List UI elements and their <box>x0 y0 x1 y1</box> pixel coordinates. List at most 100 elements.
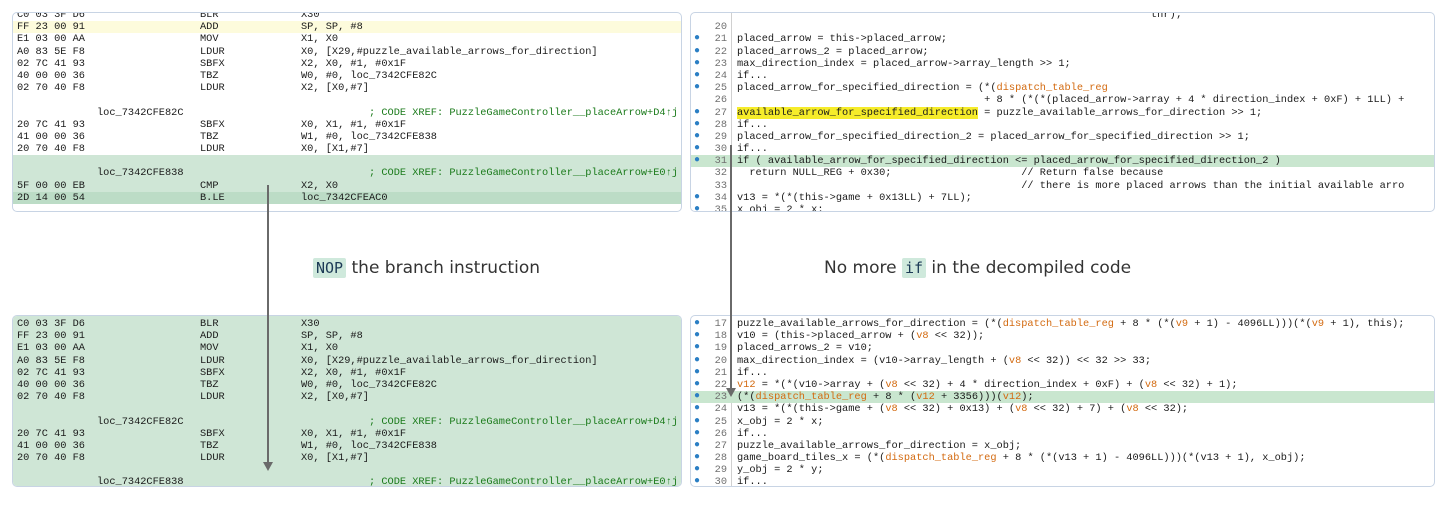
code-text: v10 = (this->placed_arrow + (v8 << 32)); <box>737 330 985 343</box>
code-text: if... <box>737 143 768 156</box>
operands: X0, X1, #1, #0x1F <box>301 118 407 131</box>
asm-line[interactable] <box>13 204 681 211</box>
decompiled-line[interactable]: 20 <box>691 21 1434 33</box>
breakpoint-dot-icon: ● <box>694 204 701 212</box>
asm-line[interactable] <box>13 155 681 168</box>
breakpoint-dot-icon: ● <box>694 476 701 487</box>
code-text: v13 = *(*(this->game + 0x13LL) + 7LL); <box>737 191 972 204</box>
asm-line[interactable] <box>13 403 681 415</box>
asm-line[interactable] <box>13 94 681 106</box>
breakpoint-dot-icon: ● <box>694 191 701 203</box>
code-text: v12 = *(*(v10->array + (v8 << 32) + 4 * … <box>737 378 1238 391</box>
asm-line[interactable]: loc_7342CFE838; CODE XREF: PuzzleGameCon… <box>13 476 681 486</box>
asm-line[interactable]: loc_7342CFE82C; CODE XREF: PuzzleGameCon… <box>13 416 681 428</box>
code-text: game_board_tiles_x = (*(dispatch_table_r… <box>737 452 1306 465</box>
asm-line[interactable]: loc_7342CFE82C; CODE XREF: PuzzleGameCon… <box>13 107 681 119</box>
mnemonic: SBFX <box>200 366 225 379</box>
breakpoint-dot-icon: ● <box>694 439 701 451</box>
breakpoint-dot-icon: ● <box>694 378 701 390</box>
line-number: 20 <box>714 21 727 34</box>
operands: X30 <box>301 318 320 330</box>
line-number: 26 <box>714 427 727 440</box>
breakpoint-dot-icon: ● <box>694 427 701 439</box>
mnemonic: LDUR <box>200 354 225 367</box>
decompiled-line[interactable]: thr); <box>691 13 1434 21</box>
operands: X1, X0 <box>301 342 339 355</box>
opcode-bytes: 40 00 00 36 <box>17 378 85 391</box>
opcode-bytes: A0 83 5E F8 <box>17 354 85 367</box>
code-text: placed_arrows_2 = placed_arrow; <box>737 45 929 58</box>
code-text: if... <box>737 118 768 131</box>
code-text: if... <box>737 69 768 82</box>
code-text: max_direction_index = (v10->array_length… <box>737 354 1152 367</box>
opcode-bytes: 20 7C 41 93 <box>17 118 85 131</box>
decompiled-line[interactable]: 33 // there is more placed arrows than t… <box>691 180 1434 192</box>
xref-comment: ; CODE XREF: PuzzleGameController__place… <box>369 167 678 180</box>
operands: X1, X0 <box>301 33 339 46</box>
operands: X2, X0 <box>301 179 339 192</box>
decompiled-line[interactable]: 32 return NULL_REG + 0x30; // Return fal… <box>691 167 1434 179</box>
code-label: loc_7342CFE82C <box>97 106 184 119</box>
breakpoint-dot-icon: ● <box>694 82 701 94</box>
breakpoint-dot-icon: ● <box>694 464 701 476</box>
line-number: 29 <box>714 130 727 143</box>
mnemonic: SBFX <box>200 57 225 70</box>
decompiled-line[interactable]: ●23(*(dispatch_table_reg + 8 * (v12 + 33… <box>691 391 1434 404</box>
decompiled-line[interactable]: 26 + 8 * (*(*(placed_arrow->array + 4 * … <box>691 94 1434 106</box>
asm-line[interactable] <box>13 464 681 476</box>
asm-line[interactable]: loc_7342CFE838; CODE XREF: PuzzleGameCon… <box>13 167 681 180</box>
code-text: puzzle_available_arrows_for_direction = … <box>737 439 1022 452</box>
